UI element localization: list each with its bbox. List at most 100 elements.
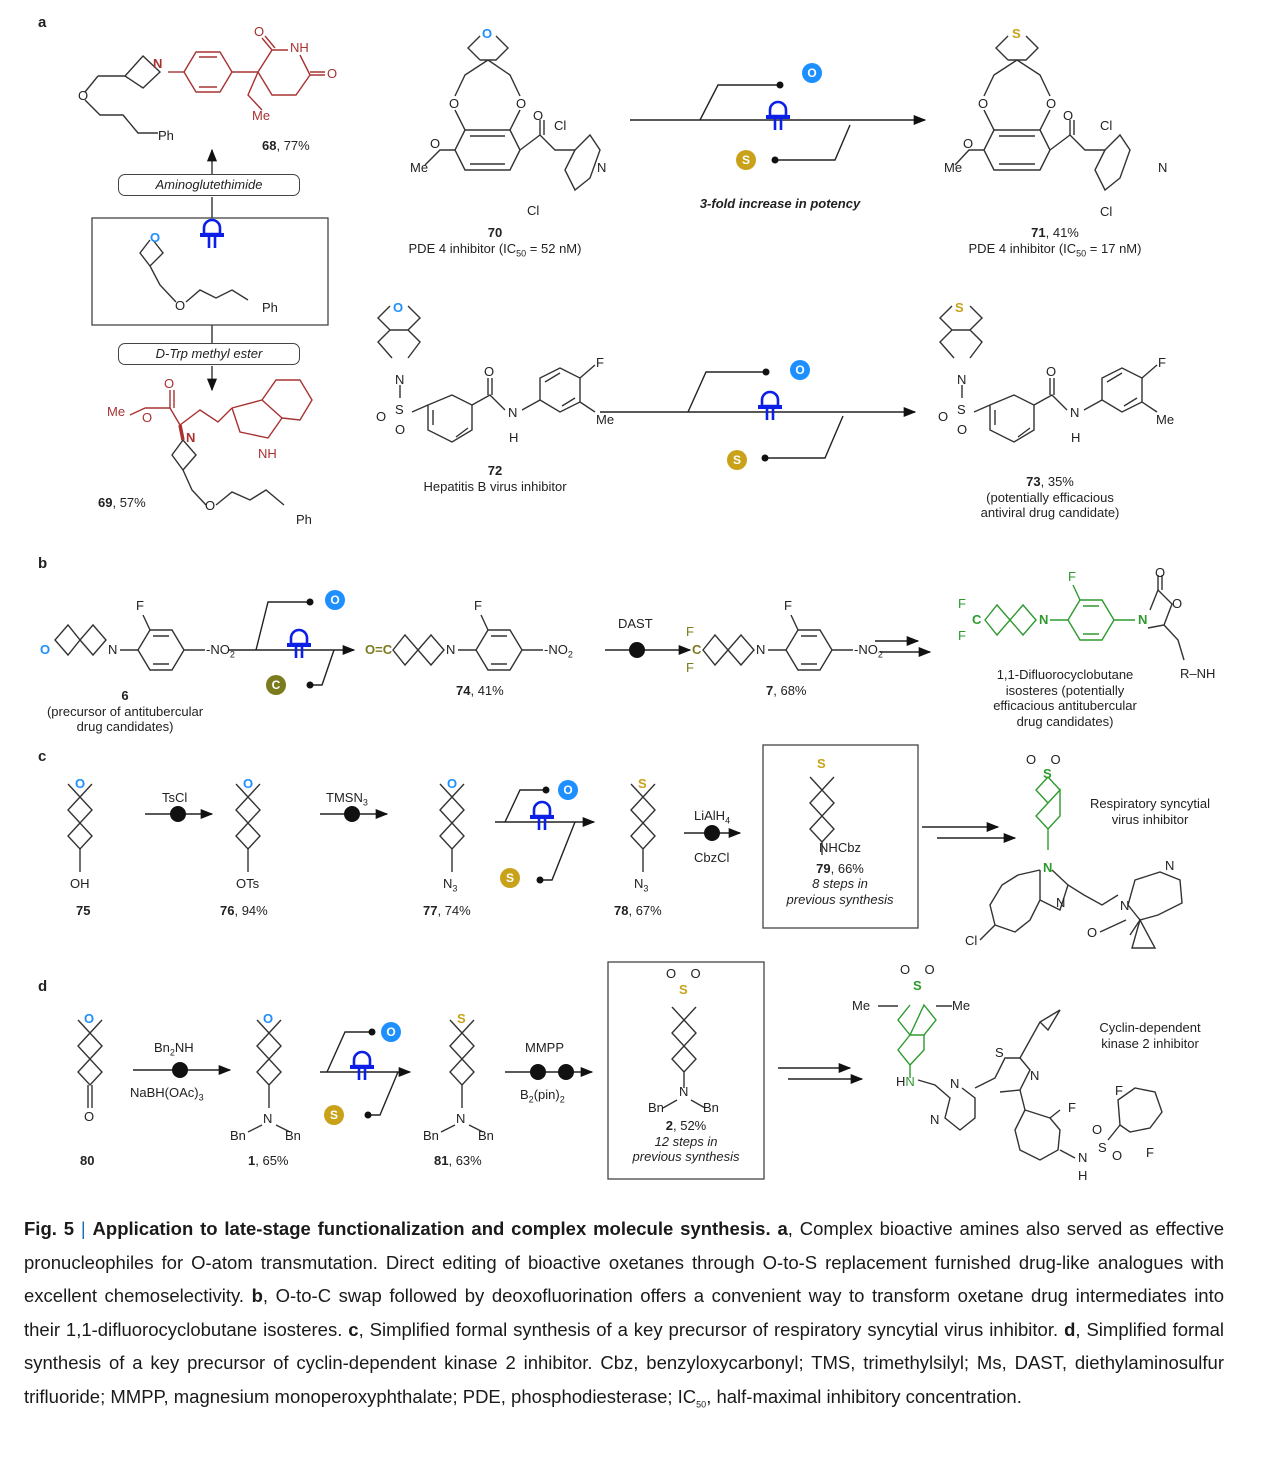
oxygen-tag-icon: O — [790, 360, 810, 380]
atom-o: O — [516, 96, 527, 111]
structure-81 — [440, 1019, 484, 1133]
benzyl-group: Bn — [703, 1100, 719, 1115]
substituent-n3: N3 — [443, 876, 458, 894]
compound-yield: , 57% — [112, 495, 146, 510]
atom-f: F — [686, 660, 694, 675]
sulfur-tag-icon: S — [500, 868, 520, 888]
structure-73 — [939, 305, 1158, 443]
sulfur-tag-icon: S — [736, 150, 756, 170]
compound-76-label: 76, 94% — [220, 903, 268, 918]
compound-yield: , 77% — [276, 138, 310, 153]
structure-2 — [662, 1006, 706, 1109]
atom-o: O — [430, 136, 441, 151]
caption-text-a: , Complex bioactive amines also served a… — [24, 1218, 1225, 1306]
caption-text-b: , O-to-C swap followed by deoxofluorinat… — [24, 1285, 1225, 1340]
atom-f: F — [1068, 1100, 1076, 1115]
structure-70 — [424, 35, 601, 192]
caption-text-d: , Simplified formal synthesis of a key p… — [24, 1318, 1224, 1407]
sulfur-tag-icon: S — [727, 450, 747, 470]
atom-f: F — [1158, 355, 1166, 370]
atom-n: N — [1158, 160, 1168, 175]
panel-label-c: c — [38, 748, 47, 765]
structure-1 — [247, 1019, 291, 1133]
atom-o: O — [963, 136, 974, 151]
atom-o: O — [957, 422, 968, 437]
atom-f: F — [686, 624, 694, 639]
caption-separator: | — [80, 1218, 86, 1239]
atom-s: S — [995, 1045, 1004, 1060]
sulfone-oxygens: O O — [666, 966, 701, 981]
atom-f: F — [136, 598, 144, 613]
compound-80-label: 80 — [80, 1153, 95, 1168]
structure-6 — [54, 614, 205, 671]
atom-n: N — [1120, 898, 1130, 913]
scheme-drawing — [54, 35, 1185, 1180]
compound-7-label: 7, 68% — [766, 683, 807, 698]
atom-s-gold: S — [679, 982, 688, 997]
atom-cl: Cl — [1100, 118, 1113, 133]
reagent-tscl: TsCl — [162, 790, 188, 805]
atom-o-blue: O — [482, 26, 493, 41]
reagent-mmpp: MMPP — [525, 1040, 564, 1055]
ketone-carbon: O=C — [365, 642, 393, 657]
caption-subscript: 50 — [696, 1399, 707, 1410]
atom-f: F — [596, 355, 604, 370]
atom-o: O — [938, 409, 949, 424]
atom-o: O — [1046, 96, 1057, 111]
atom-me: Me — [944, 160, 963, 175]
substituent-oh: OH — [70, 876, 90, 891]
caption-label-b: b — [251, 1285, 263, 1306]
atom-f: F — [784, 598, 792, 613]
starting-oxetane — [139, 239, 249, 303]
atom-o: O — [1063, 108, 1074, 123]
atom-o: O — [175, 298, 186, 313]
figure-label: Fig. 5 — [24, 1218, 75, 1239]
atom-f: F — [1146, 1145, 1154, 1160]
compound-70-label: 70 PDE 4 inhibitor (IC50 = 52 nM) — [370, 225, 620, 259]
atom-s-gold: S — [817, 756, 826, 771]
atom-me: Me — [107, 404, 126, 419]
atom-h: H — [1071, 430, 1081, 445]
carbon-tag-icon: C — [266, 675, 286, 695]
atom-n: N — [957, 372, 967, 387]
compound-81-label: 81, 63% — [434, 1153, 482, 1168]
compound-desc: PDE 4 inhibitor (IC50 = 52 nM) — [408, 240, 582, 259]
atom-cl: Cl — [965, 933, 978, 948]
structure-69 — [129, 379, 313, 506]
atom-o: O — [376, 409, 387, 424]
atom-n: N — [108, 642, 118, 657]
nitro-group: -NO2 — [854, 642, 883, 660]
cdk2-inhibitor-desc: Cyclin-dependent kinase 2 inhibitor — [1099, 1020, 1201, 1051]
atom-s-gold: S — [457, 1011, 466, 1026]
atom-s: S — [1098, 1140, 1107, 1155]
atom-n: N — [263, 1111, 273, 1126]
atom-n: N — [186, 430, 196, 445]
atom-f: F — [474, 598, 482, 613]
atom-n: N — [756, 642, 766, 657]
atom-o-blue: O — [75, 776, 86, 791]
caption-label-d: d — [1064, 1318, 1076, 1340]
reagent-bn2nh: Bn2NH — [154, 1040, 194, 1058]
structure-79 — [809, 776, 835, 855]
compound-id: 68 — [262, 138, 277, 153]
structure-71 — [954, 35, 1131, 192]
compound-79-box — [762, 744, 919, 929]
reagent-cbzcl: CbzCl — [694, 850, 730, 865]
substituent-n3: N3 — [634, 876, 649, 894]
atom-o-blue: O — [150, 230, 161, 245]
structure-74 — [392, 614, 543, 671]
figure-caption: Fig. 5 | Application to late-stage funct… — [24, 1212, 1224, 1422]
atom-n: N — [930, 1112, 940, 1127]
atom-n: N — [395, 372, 405, 387]
structure-80 — [77, 1019, 103, 1108]
atom-o-blue: O — [84, 1011, 95, 1026]
reagent-nabh-oac3: NaBH(OAc)3 — [130, 1085, 204, 1103]
atom-f: F — [958, 596, 966, 611]
caption-text-c: , Simplified formal synthesis of a key p… — [358, 1318, 1059, 1340]
benzyl-group: Bn — [478, 1128, 494, 1143]
atom-me: Me — [852, 998, 871, 1013]
compound-78-label: 78, 67% — [614, 903, 662, 918]
atom-me: Me — [252, 108, 271, 123]
atom-o: O — [205, 498, 216, 513]
structure-75 — [67, 783, 93, 872]
